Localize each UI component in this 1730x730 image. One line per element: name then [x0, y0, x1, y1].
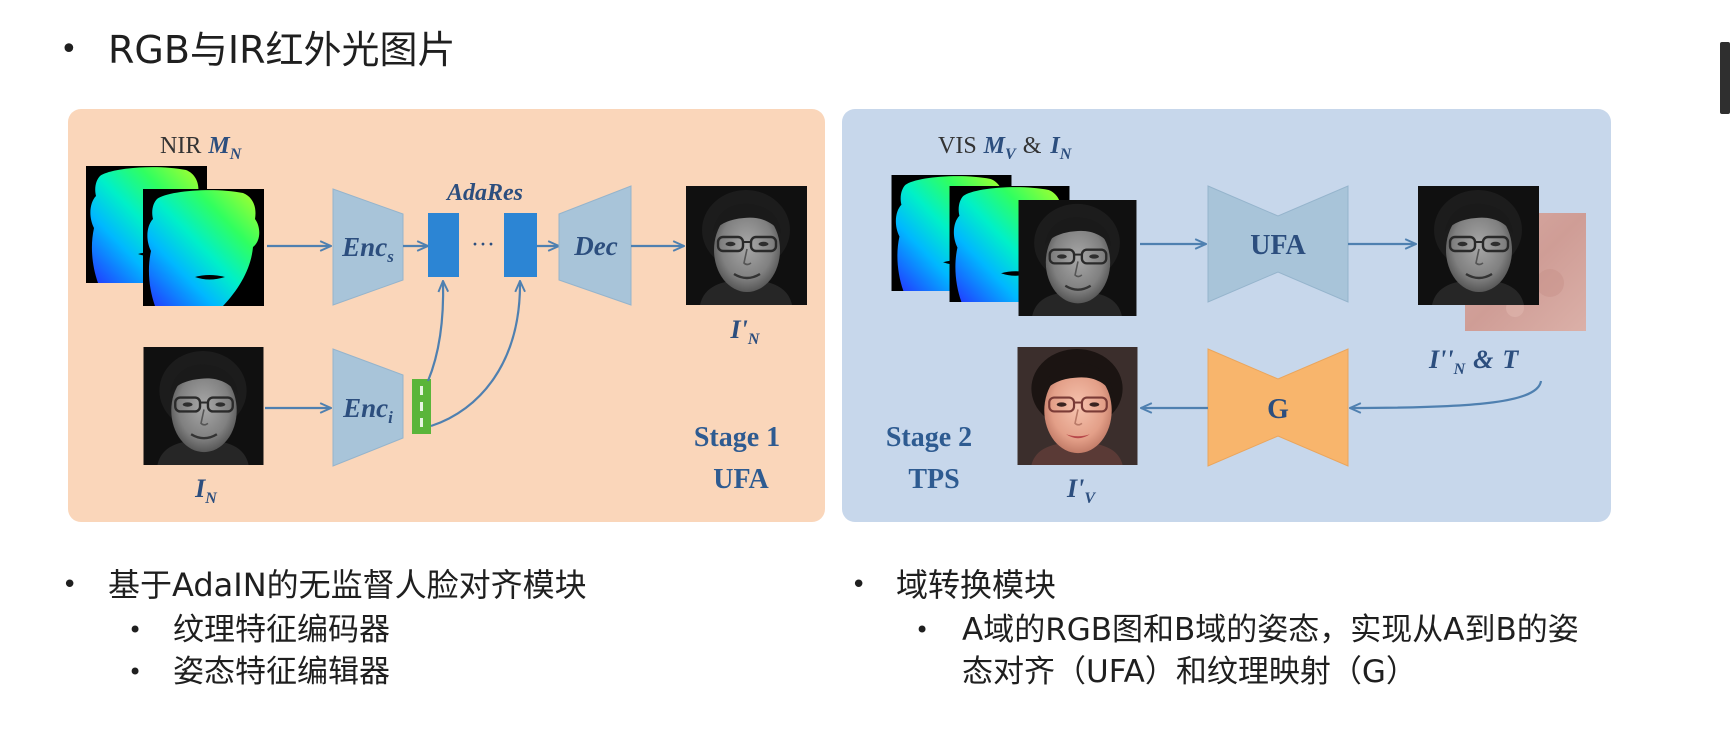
- style-code-mark: [420, 386, 423, 395]
- stage2-mid-label: I''N&T: [1428, 345, 1519, 378]
- enc-s-block: [332, 188, 404, 306]
- stage1-identity-subscript: N: [204, 490, 218, 507]
- enc-s-label: Encs: [341, 232, 394, 266]
- stage1-output-symbol: I': [730, 315, 748, 344]
- vis-label-amp: &: [1023, 133, 1042, 159]
- sub-bullet-marker: •: [128, 616, 143, 644]
- adares-block: [428, 213, 459, 277]
- description-line: 态对齐（UFA）和纹理映射（G）: [962, 654, 1417, 690]
- arrow-code-to-adares-1: [426, 281, 443, 382]
- ufa-block-label: UFA: [1250, 230, 1306, 261]
- stage1-output-subscript: N: [747, 331, 761, 348]
- stage2-output-subscript: V: [1084, 490, 1096, 507]
- bullet-domain-transfer-module: 域转换模块: [896, 566, 1057, 604]
- adares-block: [504, 213, 537, 277]
- enc-i-subscript: i: [388, 408, 393, 427]
- stage1-module: UFA: [713, 464, 769, 495]
- enc-s-subscript: s: [386, 247, 394, 266]
- sub-bullet-marker: •: [915, 616, 930, 644]
- bullet-marker: •: [62, 570, 78, 600]
- vis-label-subscript2: N: [1059, 146, 1073, 163]
- scrollbar-thumb[interactable]: [1720, 42, 1730, 114]
- enc-i-name: Enc: [342, 393, 388, 423]
- enc-i-label: Enci: [342, 393, 393, 427]
- arrow-code-to-adares-2: [430, 281, 520, 428]
- nir-face-image: [1017, 200, 1138, 316]
- enc-s-name: Enc: [341, 232, 387, 262]
- aligned-nir-face-image: [686, 186, 807, 305]
- stage1-name: Stage 1: [694, 422, 780, 453]
- arrow-output-to-g: [1350, 380, 1543, 408]
- enc-i-block: [332, 348, 404, 467]
- stage2-output-label: I'V: [1066, 474, 1096, 507]
- nir-label-prefix: NIR: [160, 133, 201, 159]
- bullet-marker: •: [851, 570, 867, 600]
- title-bullet: •: [60, 32, 78, 67]
- stage2-module: TPS: [908, 464, 959, 495]
- description-line: A域的RGB图和B域的姿态，实现从A到B的姿: [962, 612, 1579, 648]
- vis-label-symbol1: M: [983, 133, 1007, 159]
- ufa-block: [1207, 185, 1349, 303]
- bullet-alignment-module: 基于AdaIN的无监督人脸对齐模块: [108, 566, 587, 604]
- sub-bullet-domain-description: A域的RGB图和B域的姿态，实现从A到B的姿 态对齐（UFA）和纹理映射（G）: [962, 609, 1579, 693]
- mid-label-amp: &: [1473, 345, 1493, 374]
- adares-label: AdaRes: [445, 180, 523, 206]
- mid-label-symbol2: T: [1502, 345, 1519, 374]
- stage1-identity-symbol: I: [194, 474, 206, 503]
- sub-bullet-marker: •: [128, 658, 143, 686]
- slide-title: RGB与IR红外光图片: [108, 28, 456, 72]
- nir-label-subscript: N: [229, 146, 243, 163]
- mid-label-subscript1: N: [1453, 361, 1467, 378]
- nir-depth-map-image: [143, 189, 264, 306]
- stage2-output-symbol: I': [1066, 474, 1084, 503]
- nir-face-image: [143, 347, 264, 465]
- g-block-label: G: [1267, 394, 1289, 425]
- vis-label-symbol2: I: [1049, 133, 1061, 159]
- nir-label-symbol: M: [207, 133, 231, 159]
- mid-label-symbol1: I'': [1428, 345, 1454, 374]
- vis-label-prefix: VIS: [938, 133, 977, 159]
- dec-block: [558, 185, 632, 306]
- g-block: [1207, 348, 1349, 467]
- style-code-mark: [420, 418, 423, 427]
- ellipsis-dots: ···: [471, 232, 495, 258]
- style-code-mark: [420, 402, 423, 411]
- sub-bullet-texture-encoder: 纹理特征编码器: [173, 612, 390, 648]
- vis-label-subscript1: V: [1005, 146, 1017, 163]
- stage2-name: Stage 2: [886, 422, 972, 453]
- stage1-output-label: I'N: [730, 315, 761, 348]
- sub-bullet-pose-editor: 姿态特征编辑器: [173, 654, 390, 690]
- stage1-identity-label: IN: [194, 474, 218, 507]
- dec-label: Dec: [573, 231, 617, 261]
- aligned-face-image: [1418, 186, 1539, 305]
- vis-face-image: [1017, 347, 1138, 465]
- style-code-block: [412, 379, 431, 434]
